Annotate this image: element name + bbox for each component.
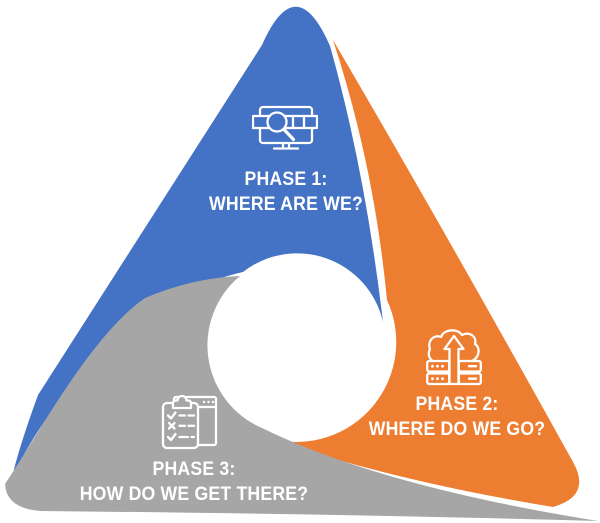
arrow-segment-phase2 [272,40,580,507]
phase1-label: PHASE 1: [244,169,328,190]
cloud-upload-database-icon [426,329,482,386]
arrow-segment-phase3 [5,276,598,521]
phase2-question: WHERE DO WE GO? [368,419,546,440]
phase1-question: WHERE ARE WE? [209,194,363,215]
phase2-label: PHASE 2: [415,394,499,415]
phase1-text: PHASE 1: WHERE ARE WE? [209,167,363,217]
monitor-search-icon [252,105,318,150]
checklist-clipboard-icon [161,395,218,450]
phase3-text: PHASE 3: HOW DO WE GET THERE? [80,457,309,507]
phase3-question: HOW DO WE GET THERE? [79,484,309,505]
phase3-label: PHASE 3: [152,459,236,480]
phase2-text: PHASE 2: WHERE DO WE GO? [369,392,546,442]
